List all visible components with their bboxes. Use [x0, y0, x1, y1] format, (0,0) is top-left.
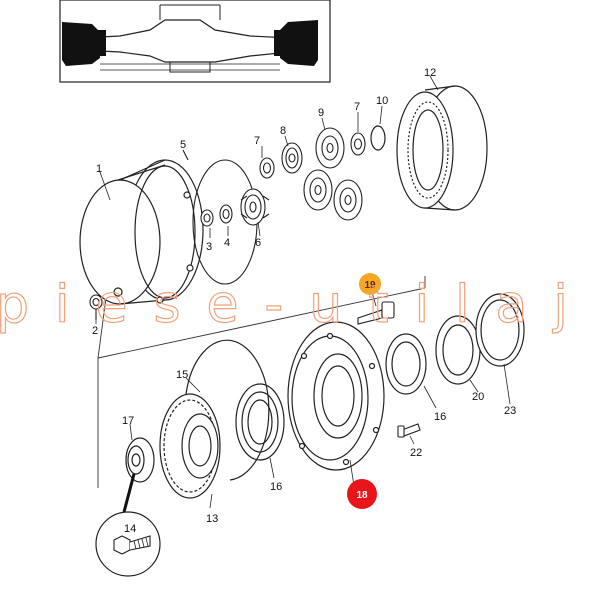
badge-19-label: 19: [364, 280, 376, 291]
callout-10: 10: [376, 95, 388, 107]
part-12-ring-gear: [396, 85, 488, 211]
part-17-spacer: [125, 437, 155, 483]
callout-12: 12: [424, 67, 436, 79]
callout-23: 23: [504, 405, 516, 417]
callout-13: 13: [206, 513, 218, 525]
callout-9: 9: [318, 107, 324, 119]
callout-labels: 1 2 3 4 5 6 7 8 9 7 10 12 13 14 15 16 16…: [92, 67, 516, 535]
callout-1: 1: [96, 163, 102, 175]
callout-8: 8: [280, 125, 286, 137]
callout-5: 5: [180, 139, 186, 151]
part-6-pinion: [240, 188, 270, 226]
axle-overview-inset: [59, 0, 331, 83]
callout-14: 14: [124, 523, 136, 535]
callout-20: 20: [472, 391, 484, 403]
badge-18-label: 18: [356, 490, 368, 501]
callout-22: 22: [410, 447, 422, 459]
callout-2: 2: [92, 325, 98, 337]
part-16-seal-left: [235, 383, 285, 461]
callout-4: 4: [224, 237, 230, 249]
part-19-bolt: [357, 301, 395, 325]
part-14-detail: [95, 473, 161, 577]
watermark-text: piese-utilaj: [0, 275, 594, 335]
callout-16-left: 16: [270, 481, 282, 493]
leader-lines: [95, 75, 511, 509]
callout-7-right: 7: [354, 101, 360, 113]
part-18-wheel-hub: [287, 321, 385, 471]
part-10-circlip: [370, 125, 386, 151]
part-16-seal-right: [385, 333, 427, 395]
callout-17: 17: [122, 415, 134, 427]
highlight-badge-19[interactable]: 19: [359, 273, 381, 295]
part-15-snap-ring: [185, 339, 270, 481]
part-3-washer: [200, 209, 214, 227]
part-8-pinion: [281, 142, 303, 174]
part-2-nut: [89, 294, 103, 320]
part-9-planet-gears: [303, 127, 363, 221]
callout-6: 6: [255, 237, 261, 249]
highlight-badge-18[interactable]: 18: [347, 479, 377, 509]
part-4-washer: [219, 204, 233, 224]
part-7-washer-right: [350, 132, 366, 156]
part-13-drive-gear: [159, 393, 221, 499]
callout-3: 3: [206, 241, 212, 253]
part-1-carrier-housing: [79, 159, 204, 305]
callout-15: 15: [176, 369, 188, 381]
part-23-outer-ring: [475, 293, 525, 367]
part-20-bearing-race: [435, 315, 481, 385]
part-22-stud: [397, 423, 421, 438]
callout-16-right: 16: [434, 411, 446, 423]
part-7-washer-left: [259, 157, 275, 179]
callout-7-left: 7: [254, 135, 260, 147]
